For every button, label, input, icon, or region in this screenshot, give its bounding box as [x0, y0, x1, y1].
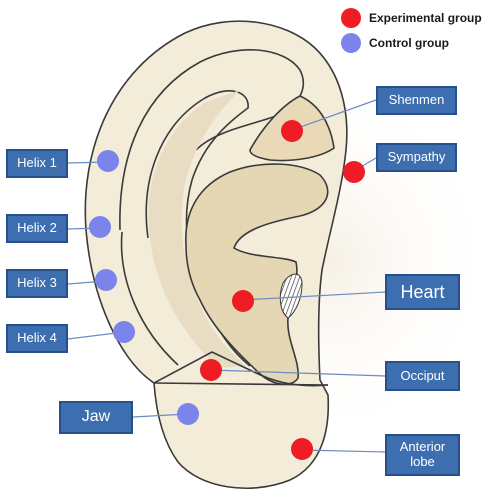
- legend-control: Control group: [341, 33, 449, 53]
- label-sympathy: Sympathy: [376, 143, 457, 172]
- label-helix-3: Helix 3: [6, 269, 68, 298]
- heart-zone: [279, 273, 303, 319]
- point-jaw: [177, 403, 199, 425]
- label-helix-4: Helix 4: [6, 324, 68, 353]
- label-heart: Heart: [385, 274, 460, 310]
- control-dot-icon: [341, 33, 361, 53]
- point-helix-4: [113, 321, 135, 343]
- point-helix-1: [97, 150, 119, 172]
- point-helix-2: [89, 216, 111, 238]
- legend-control-label: Control group: [369, 36, 449, 50]
- label-helix-2: Helix 2: [6, 214, 68, 243]
- point-anterior-lobe: [291, 438, 313, 460]
- point-shenmen: [281, 120, 303, 142]
- point-occiput: [200, 359, 222, 381]
- point-sympathy: [343, 161, 365, 183]
- label-shenmen: Shenmen: [376, 86, 457, 115]
- label-jaw: Jaw: [59, 401, 133, 434]
- label-anterior-lobe: Anterior lobe: [385, 434, 460, 476]
- helix-groove: [120, 231, 179, 366]
- lobe-separator: [153, 382, 329, 386]
- concha: [185, 163, 329, 385]
- antihelix-shadow: [148, 90, 246, 368]
- helix-inner-ridge: [119, 49, 305, 231]
- legend-experimental-label: Experimental group: [369, 11, 482, 25]
- experimental-dot-icon: [341, 8, 361, 28]
- label-helix-1: Helix 1: [6, 149, 68, 178]
- label-occiput: Occiput: [385, 361, 460, 391]
- point-helix-3: [95, 269, 117, 291]
- point-heart: [232, 290, 254, 312]
- legend-experimental: Experimental group: [341, 8, 482, 28]
